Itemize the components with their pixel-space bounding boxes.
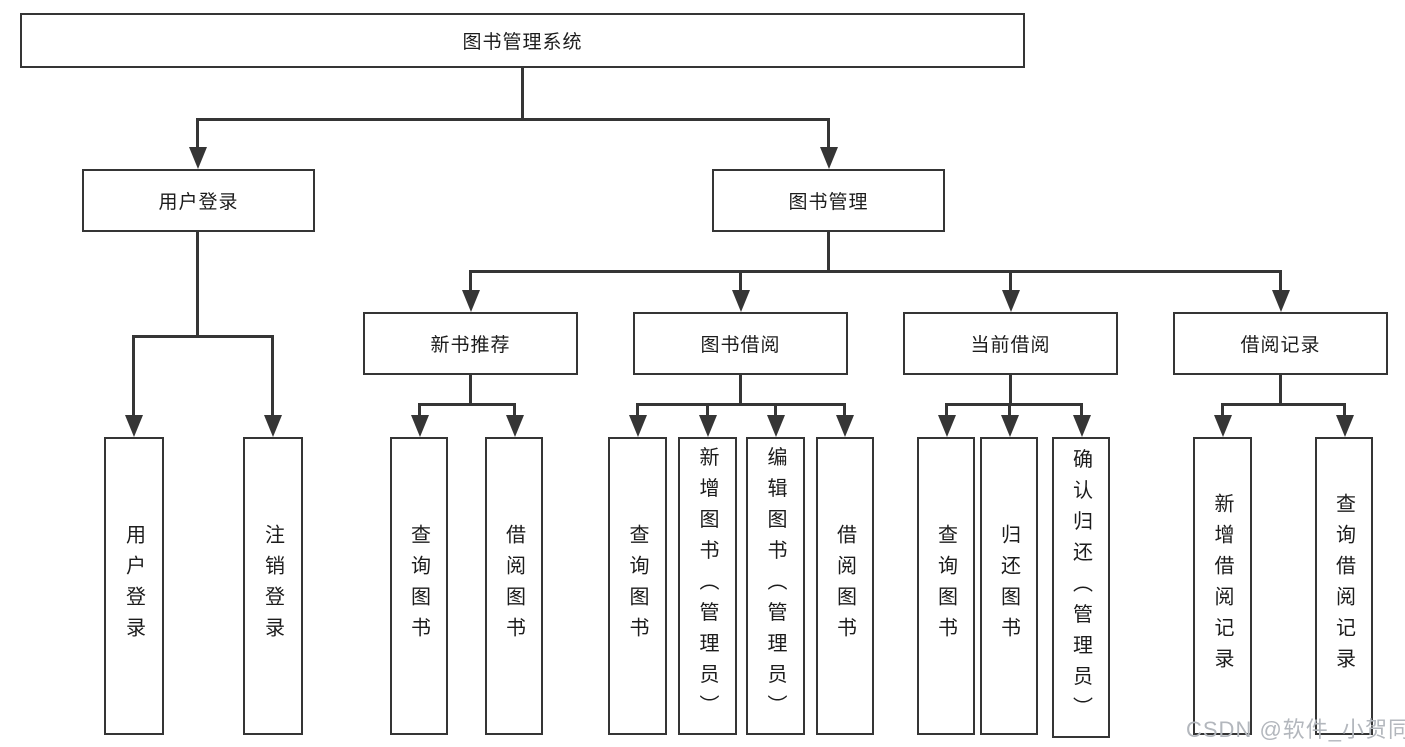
- arrow-down-icon: [699, 415, 717, 437]
- leaf-logout: 注销登录: [243, 437, 303, 735]
- connector-line: [513, 403, 516, 417]
- connector-line: [1279, 270, 1282, 292]
- node-root-library-system: 图书管理系统: [20, 13, 1025, 68]
- connector-line: [636, 403, 846, 406]
- csdn-watermark: CSDN @软件_小贺同学: [1186, 717, 1405, 742]
- connector-line: [196, 118, 830, 121]
- leaf-cb-query-books: 查询图书: [917, 437, 975, 735]
- leaf-nb-query-books-label: 查询图书: [407, 524, 430, 648]
- connector-line: [706, 403, 709, 417]
- connector-line: [774, 403, 777, 417]
- arrow-down-icon: [1336, 415, 1354, 437]
- node-book-borrow: 图书借阅: [633, 312, 848, 375]
- connector-line: [469, 375, 472, 405]
- arrow-down-icon: [189, 147, 207, 169]
- connector-line: [196, 232, 199, 335]
- connector-line: [636, 403, 639, 417]
- node-root-label: 图书管理系统: [462, 32, 583, 53]
- arrow-down-icon: [767, 415, 785, 437]
- node-current-borrow-label: 当前借阅: [970, 335, 1051, 356]
- connector-line: [827, 118, 830, 148]
- node-book-management: 图书管理: [712, 169, 945, 232]
- leaf-br-query-record: 查询借阅记录: [1315, 437, 1373, 735]
- arrow-down-icon: [836, 415, 854, 437]
- arrow-down-icon: [938, 415, 956, 437]
- leaf-user-login: 用户登录: [104, 437, 164, 735]
- connector-line: [132, 335, 135, 417]
- leaf-br-add-record: 新增借阅记录: [1193, 437, 1252, 735]
- leaf-br-add-record-label: 新增借阅记录: [1211, 493, 1233, 679]
- connector-line: [1221, 403, 1346, 406]
- arrow-down-icon: [1073, 415, 1091, 437]
- node-user-login-label: 用户登录: [158, 192, 239, 213]
- arrow-down-icon: [411, 415, 429, 437]
- connector-line: [132, 335, 274, 338]
- node-book-management-label: 图书管理: [788, 192, 869, 213]
- connector-line: [739, 270, 742, 292]
- connector-line: [945, 403, 948, 417]
- leaf-bb-add-books-admin: 新增图书（管理员）: [678, 437, 737, 735]
- connector-line: [418, 403, 516, 406]
- connector-line: [1343, 403, 1346, 417]
- connector-line: [418, 403, 421, 417]
- connector-line: [1008, 403, 1011, 417]
- arrow-down-icon: [506, 415, 524, 437]
- connector-line: [739, 375, 742, 405]
- leaf-bb-edit-books-admin: 编辑图书（管理员）: [746, 437, 805, 735]
- leaf-cb-confirm-return-admin-label: 确认归还（管理员）: [1069, 448, 1092, 727]
- arrow-down-icon: [125, 415, 143, 437]
- leaf-bb-edit-books-admin-label: 编辑图书（管理员）: [764, 446, 786, 726]
- node-borrow-record-label: 借阅记录: [1240, 335, 1321, 356]
- leaf-bb-query-books-label: 查询图书: [626, 524, 648, 648]
- arrow-down-icon: [264, 415, 282, 437]
- arrow-down-icon: [732, 290, 750, 312]
- connector-line: [469, 270, 472, 292]
- leaf-bb-query-books: 查询图书: [608, 437, 667, 735]
- arrow-down-icon: [1272, 290, 1290, 312]
- leaf-logout-label: 注销登录: [261, 524, 284, 648]
- node-new-book-recommend: 新书推荐: [363, 312, 578, 375]
- connector-line: [1080, 403, 1083, 417]
- leaf-bb-add-books-admin-label: 新增图书（管理员）: [696, 446, 718, 726]
- leaf-bb-borrow-books: 借阅图书: [816, 437, 874, 735]
- connector-line: [271, 335, 274, 417]
- node-new-book-recommend-label: 新书推荐: [430, 335, 511, 356]
- leaf-user-login-label: 用户登录: [122, 524, 145, 648]
- leaf-bb-borrow-books-label: 借阅图书: [833, 524, 856, 648]
- arrow-down-icon: [1002, 290, 1020, 312]
- arrow-down-icon: [1001, 415, 1019, 437]
- arrow-down-icon: [629, 415, 647, 437]
- node-user-login: 用户登录: [82, 169, 315, 232]
- leaf-cb-return-books: 归还图书: [980, 437, 1038, 735]
- connector-line: [1221, 403, 1224, 417]
- connector-line: [827, 232, 830, 273]
- node-borrow-record: 借阅记录: [1173, 312, 1388, 375]
- leaf-nb-borrow-books: 借阅图书: [485, 437, 543, 735]
- leaf-nb-query-books: 查询图书: [390, 437, 448, 735]
- leaf-nb-borrow-books-label: 借阅图书: [502, 524, 525, 648]
- leaf-br-query-record-label: 查询借阅记录: [1332, 493, 1355, 679]
- leaf-cb-confirm-return-admin: 确认归还（管理员）: [1052, 437, 1110, 738]
- connector-line: [469, 270, 1282, 273]
- leaf-cb-query-books-label: 查询图书: [934, 524, 957, 648]
- node-book-borrow-label: 图书借阅: [700, 335, 781, 356]
- arrow-down-icon: [1214, 415, 1232, 437]
- leaf-cb-return-books-label: 归还图书: [997, 524, 1020, 648]
- arrow-down-icon: [462, 290, 480, 312]
- connector-line: [945, 403, 1083, 406]
- connector-line: [1009, 270, 1012, 292]
- node-current-borrow: 当前借阅: [903, 312, 1118, 375]
- connector-line: [1279, 375, 1282, 405]
- arrow-down-icon: [820, 147, 838, 169]
- connector-line: [521, 68, 524, 120]
- connector-line: [843, 403, 846, 417]
- connector-line: [196, 118, 199, 148]
- connector-line: [1009, 375, 1012, 405]
